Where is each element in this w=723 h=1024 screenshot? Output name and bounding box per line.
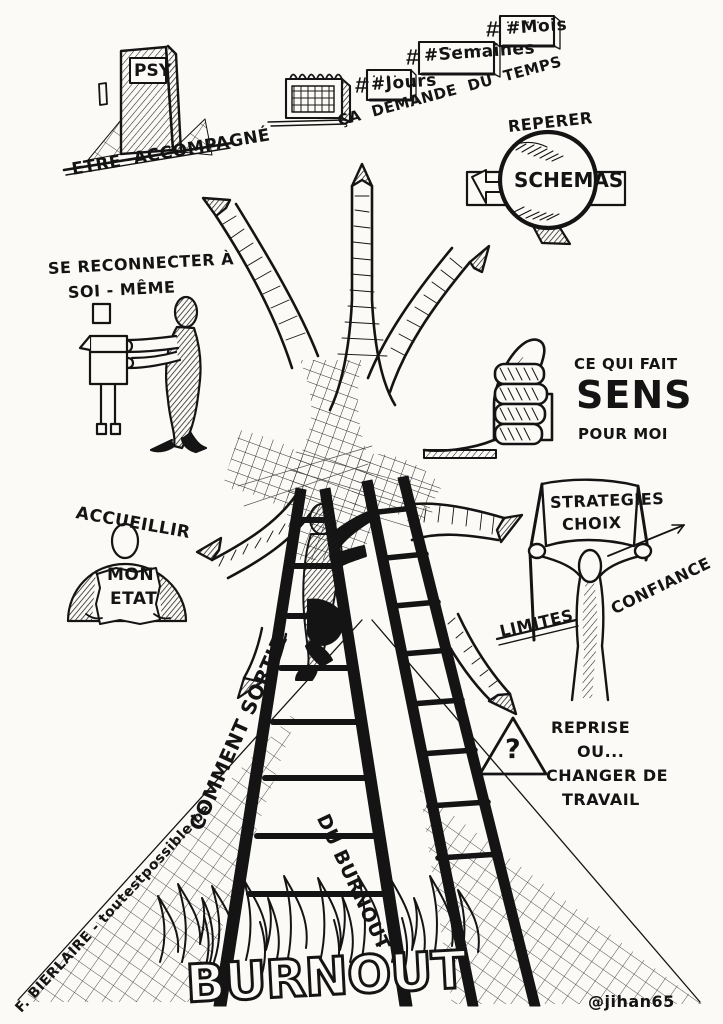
ground-lines [17,619,701,1003]
magnifier-icon [465,129,627,246]
flames [157,875,480,975]
person-hug-icon [66,522,188,625]
arrow-hub [195,162,524,716]
thumbs-up-icon [422,338,554,459]
person-puppet-icon [78,295,208,454]
time-cards [355,14,561,104]
climber-figure [295,503,373,681]
calendar-icon [267,73,352,127]
person-banner-icon [495,478,685,702]
warning-triangle-icon [478,716,548,776]
door-icon [62,44,234,176]
